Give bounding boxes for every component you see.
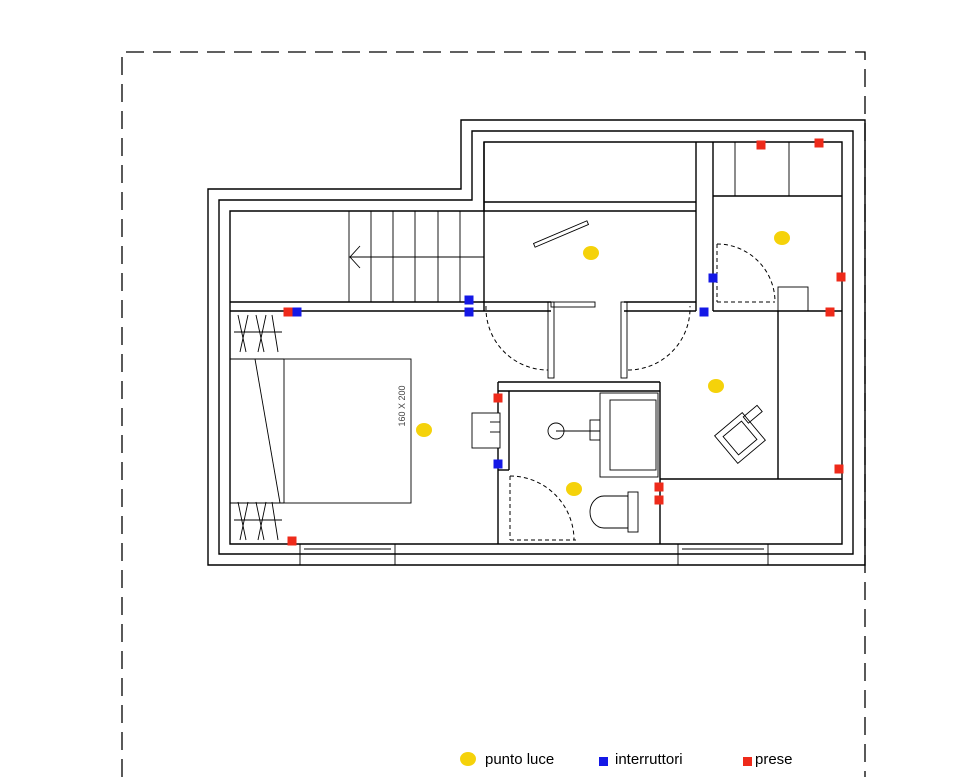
wardrobe-top (234, 314, 282, 353)
light-point-icon (566, 482, 582, 496)
light-point-icon (416, 423, 432, 437)
legend-socket-label: prese (755, 751, 793, 768)
socket-icon (836, 272, 846, 282)
socket-icon (287, 536, 297, 546)
switch-icon (699, 307, 709, 317)
legend-light-swatch (460, 752, 476, 766)
doors (485, 220, 776, 541)
socket-icon (825, 307, 835, 317)
switch-icon (708, 273, 718, 283)
legend-switch-swatch (599, 757, 608, 766)
socket-icon (834, 464, 844, 474)
switch-icon (464, 295, 474, 305)
toilet (589, 495, 629, 529)
socket-icon (493, 393, 503, 403)
shower-tray (599, 392, 659, 478)
bed-label: 160 X 200 (397, 385, 407, 426)
washbasin (471, 412, 501, 449)
staircase (348, 211, 484, 302)
light-point-icon (708, 379, 724, 393)
switch-icon (464, 307, 474, 317)
bedroom-furniture (230, 314, 501, 541)
legend-light-label: punto luce (485, 751, 554, 768)
socket-icon (283, 307, 293, 317)
desk-chair (714, 412, 766, 464)
interior-walls (230, 142, 842, 544)
light-point-icon (583, 246, 599, 260)
bathroom-fixtures (547, 392, 659, 533)
light-point-icon (774, 231, 790, 245)
light-points (416, 231, 790, 496)
legend-switch-label: interruttori (615, 751, 683, 768)
legend: punto luce interruttori prese (460, 751, 793, 768)
socket-icon (814, 138, 824, 148)
site-boundary (121, 51, 866, 777)
socket-icon (654, 482, 664, 492)
study-furniture (714, 404, 766, 464)
socket-icon (654, 495, 664, 505)
sockets (283, 138, 846, 546)
bed (283, 358, 412, 504)
switches (292, 273, 718, 469)
switch-icon (292, 307, 302, 317)
switch-icon (493, 459, 503, 469)
legend-socket-swatch (743, 757, 752, 766)
socket-icon (756, 140, 766, 150)
wardrobe-bottom (234, 501, 282, 541)
